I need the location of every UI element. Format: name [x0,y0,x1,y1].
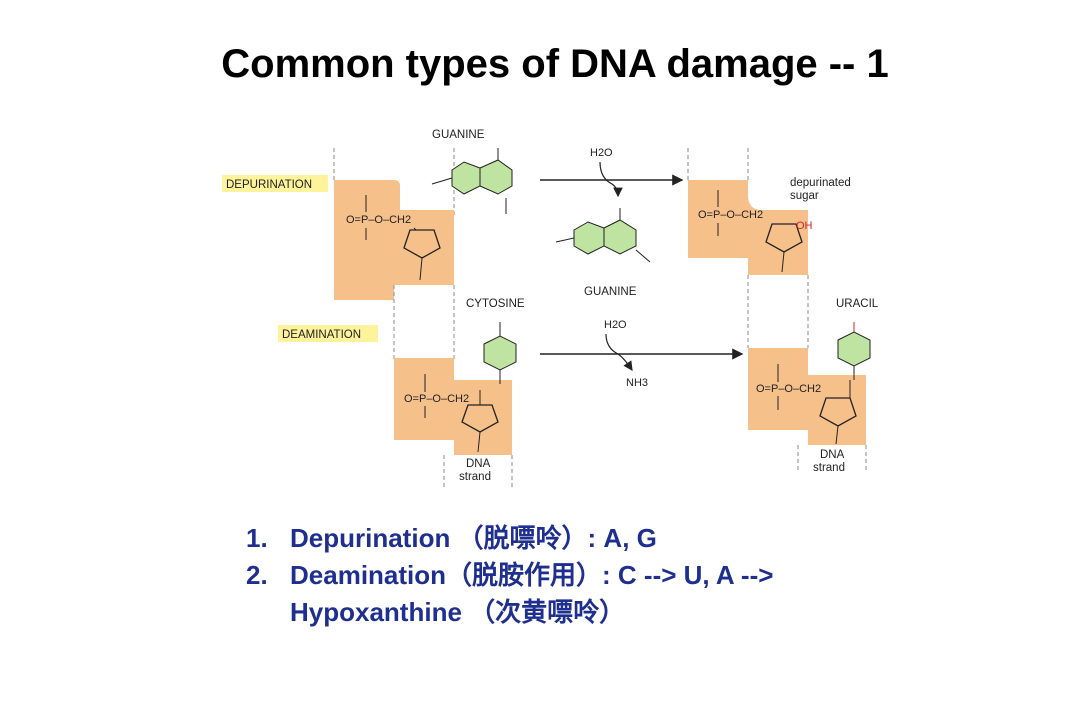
guanine-label-2: GUANINE [584,286,637,298]
guanine-base-released [555,208,651,263]
ammonia-label: NH3 [626,377,648,389]
list-item: 2. Deamination（脱胺作用）: C --> U, A --> [246,557,773,594]
oh-group: OH [796,220,813,232]
list-number: 2. [246,560,268,590]
list-item: Hypoxanthine （次黄嘌呤） [246,594,773,631]
list-item: 1. Depurination （脱嘌呤）: A, G [246,520,773,557]
depurinated-label-1: depurinated [790,177,851,189]
deamination-arrow: H2O NH3 [540,319,744,389]
guanine-label: GUANINE [432,129,485,141]
dna-strand-label-2: strand [459,471,491,483]
depurination-arrow: H2O [540,147,684,198]
depurination-label: DEPURINATION [226,179,312,191]
slide-title: Common types of DNA damage -- 1 [221,42,889,86]
list-text: Depurination （脱嘌呤）: A, G [290,523,657,553]
left-bottom-sugar-phosphate: O=P–O–CH2 [404,374,499,453]
dna-strand-label-2: strand [813,462,845,474]
guanine-base-attached [431,148,513,214]
list-text: Deamination（脱胺作用）: C --> U, A --> [290,560,774,590]
right-bottom-sugar-phosphate: O=P–O–CH2 [756,364,857,445]
phosphate-group: O=P–O–CH2 [756,383,821,395]
uracil-label: URACIL [836,298,879,310]
depurination-highlight [222,175,328,192]
left-dna-strand [333,148,513,490]
phosphate-group: O=P–O–CH2 [404,393,469,405]
deamination-label: DEAMINATION [282,329,361,341]
left-top-sugar-phosphate: O=P–O–CH2 [346,195,441,281]
right-top-sugar-phosphate: O=P–O–CH2 OH [698,190,813,273]
cytosine-base [483,322,517,384]
phosphate-group: O=P–O–CH2 [698,209,763,221]
water-label: H2O [590,147,613,159]
dna-strand-label-1: DNA [820,449,845,461]
deamination-highlight [278,325,378,342]
depurinated-label-2: sugar [790,190,819,202]
uracil-base [837,322,871,380]
damage-type-list: 1. Depurination （脱嘌呤）: A, G 2. Deaminati… [246,520,773,631]
right-dna-strand [687,148,867,472]
dna-strand-label-1: DNA [466,458,491,470]
list-text: Hypoxanthine （次黄嘌呤） [290,597,626,627]
cytosine-label: CYTOSINE [466,298,525,310]
list-number: 1. [246,523,268,553]
water-label: H2O [604,319,627,331]
phosphate-group: O=P–O–CH2 [346,214,411,226]
